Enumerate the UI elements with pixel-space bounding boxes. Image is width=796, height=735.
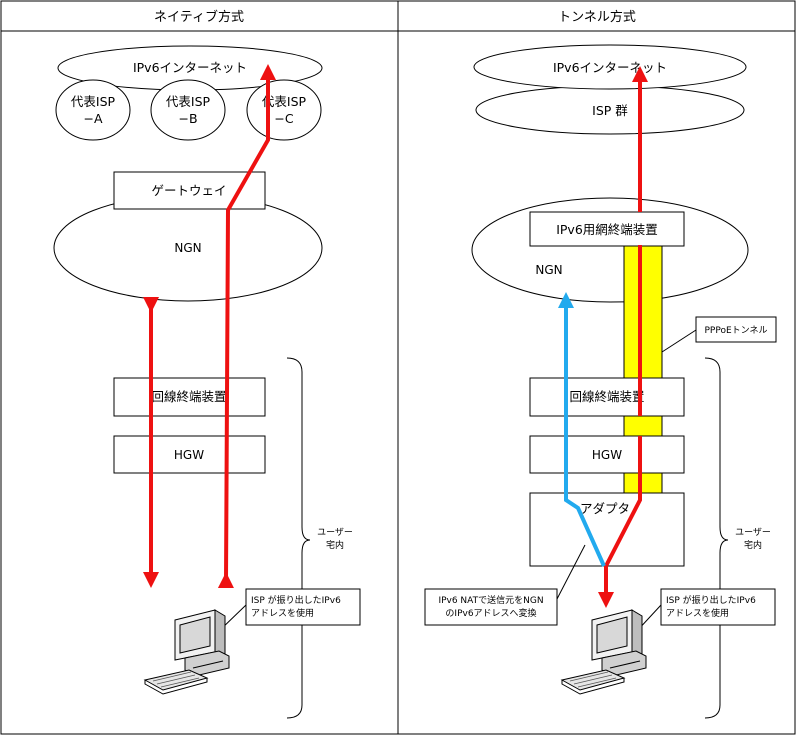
isp-a-line2: −A <box>83 111 102 126</box>
tunnel-lan-red-arrow <box>598 493 642 608</box>
isp-b-node <box>150 79 226 141</box>
pppoe-callout-label: PPPoEトンネル <box>705 325 768 336</box>
isp-b-line1: 代表ISP <box>166 94 211 109</box>
isp-c-line2: −C <box>274 111 293 126</box>
tunnel-user-line2: 宅内 <box>744 539 762 551</box>
isp-a-line1: 代表ISP <box>71 94 116 109</box>
tunnel-pc-icon <box>561 609 647 695</box>
native-callout-line1: ISP が振り出したIPv6 <box>251 594 341 606</box>
nat-callout-line2: のIPv6アドレスへ変換 <box>445 607 536 619</box>
native-callout-box <box>245 588 361 626</box>
nat-callout-leader <box>556 544 586 600</box>
adapter-box <box>529 492 685 567</box>
gateway-label: ゲートウェイ <box>151 183 226 198</box>
tunnel-hgw-box <box>529 435 685 474</box>
tunnel-onu-box <box>529 377 685 417</box>
native-panel: IPv6インターネット 代表ISP −A 代表ISP −B 代表ISP −C N… <box>53 45 361 719</box>
tunnel-callout-line1: ISP が振り出したIPv6 <box>666 594 756 606</box>
native-header: ネイティブ方式 <box>154 9 244 25</box>
tunnel-ngn-label: NGN <box>535 263 562 277</box>
native-hgw-label: HGW <box>174 448 204 462</box>
native-internet-label: IPv6インターネット <box>133 60 247 75</box>
pppoe-callout-box <box>695 316 777 343</box>
tunnel-header: トンネル方式 <box>558 9 636 25</box>
native-callout-line2: アドレスを使用 <box>251 607 314 619</box>
native-ngn-label: NGN <box>174 241 201 255</box>
tunnel-panel: ISP 群 IPv6インターネット NGN IPv6用網終端装置 回線終端装置 … <box>424 44 777 719</box>
native-onu-label: 回線終端装置 <box>151 389 226 404</box>
native-user-line2: 宅内 <box>326 539 344 551</box>
isp-group-label: ISP 群 <box>592 103 628 118</box>
tunnel-internet-label: IPv6インターネット <box>553 60 667 75</box>
pppoe-callout-leader <box>661 329 697 353</box>
termination-label: IPv6用網終端装置 <box>556 222 658 237</box>
nat-callout-line1: IPv6 NATで送信元をNGN <box>438 594 543 606</box>
tunnel-callout-box <box>660 588 776 626</box>
native-pc-icon <box>144 609 230 695</box>
nat-callout-box <box>424 588 558 626</box>
tunnel-onu-label: 回線終端装置 <box>569 389 644 404</box>
native-internet-path-arrow <box>217 64 276 589</box>
tunnel-hgw-label: HGW <box>592 448 622 462</box>
isp-b-line2: −B <box>178 111 197 126</box>
tunnel-callout-line2: アドレスを使用 <box>666 607 729 619</box>
native-user-line1: ユーザー <box>317 527 353 538</box>
adapter-label: アダプタ <box>580 501 630 516</box>
isp-c-node <box>246 79 322 141</box>
tunnel-user-line1: ユーザー <box>735 527 771 538</box>
isp-a-node <box>55 79 131 141</box>
tunnel-internet-cloud <box>473 44 747 90</box>
tunnel-ngn-blue-arrow <box>558 292 606 567</box>
tunnel-user-bracket <box>704 357 729 719</box>
termination-box <box>529 211 685 247</box>
native-user-bracket <box>286 357 311 719</box>
